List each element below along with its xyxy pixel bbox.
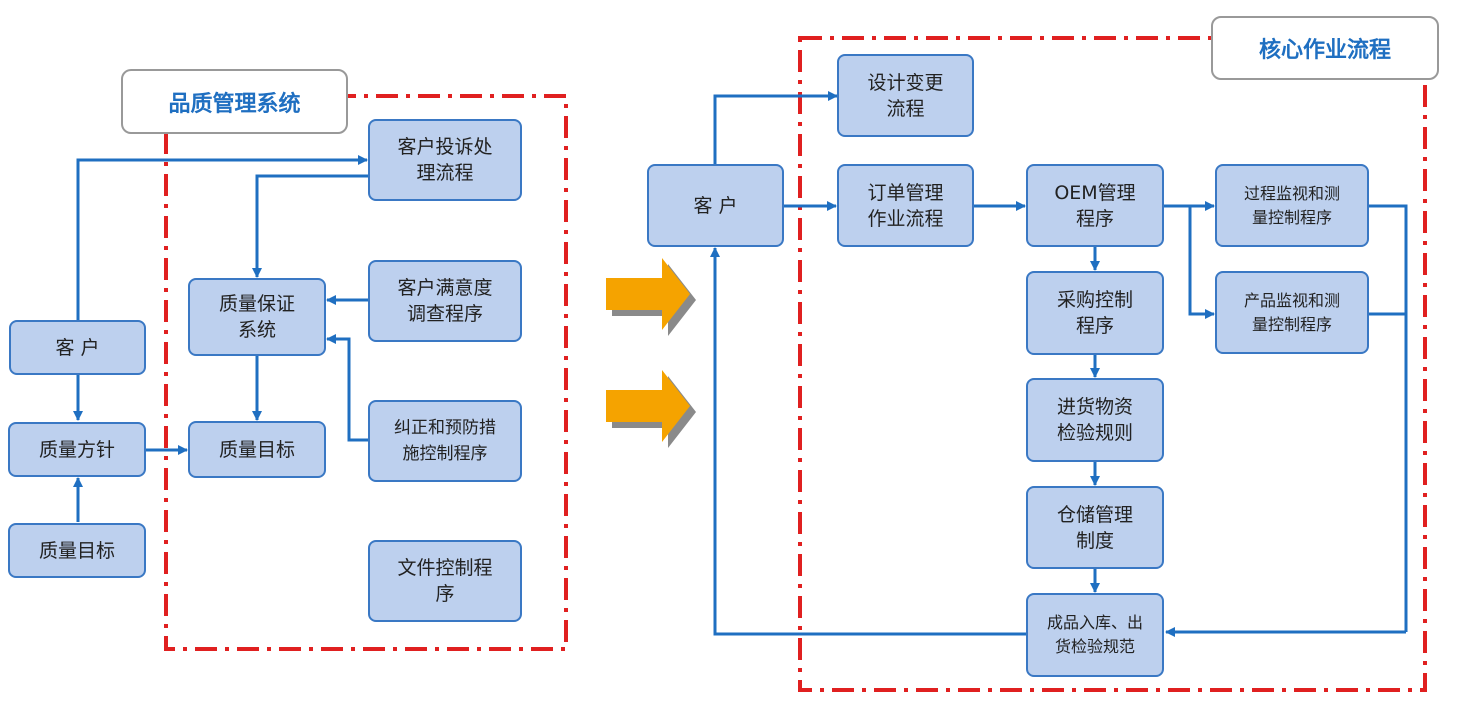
core-process-title: 核心作业流程 [1211, 16, 1439, 80]
finished-goods-inspection-node: 成品入库、出 货检验规范 [1026, 593, 1164, 677]
customer-node-right: 客 户 [647, 164, 784, 247]
document-control-node: 文件控制程 序 [368, 540, 522, 622]
connector-process-monitoring-return [1369, 204, 1408, 632]
transition-arrow-2 [606, 370, 696, 448]
quality-system-title: 品质管理系统 [121, 69, 348, 134]
connector-customer-to-complaint [76, 155, 368, 320]
core-process-boundary [798, 36, 1427, 692]
connector-complaint-to-qa [252, 174, 370, 278]
satisfaction-survey-node: 客户满意度 调查程序 [368, 260, 522, 342]
corrective-action-node: 纠正和预防措 施控制程序 [368, 400, 522, 482]
oem-management-node: OEM管理 程序 [1026, 164, 1164, 247]
process-monitoring-node: 过程监视和测 量控制程序 [1215, 164, 1369, 247]
product-monitoring-node: 产品监视和测 量控制程序 [1215, 271, 1369, 354]
order-management-node: 订单管理 作业流程 [837, 164, 974, 247]
connector-corrective-to-qa [326, 334, 370, 442]
incoming-inspection-node: 进货物资 检验规则 [1026, 378, 1164, 462]
quality-objective-node: 质量目标 [188, 421, 326, 478]
connector-finished-to-customer [710, 247, 1027, 636]
design-change-node: 设计变更 流程 [837, 54, 974, 137]
warehouse-management-node: 仓储管理 制度 [1026, 486, 1164, 569]
transition-arrow-1 [606, 258, 696, 336]
connector-customer-to-design-change [713, 91, 838, 164]
qa-system-node: 质量保证 系统 [188, 278, 326, 356]
quality-objective-input-node: 质量目标 [8, 523, 146, 578]
procurement-control-node: 采购控制 程序 [1026, 271, 1164, 355]
customer-node-left: 客 户 [9, 320, 146, 375]
connector-oem-to-product-monitoring [1188, 206, 1215, 319]
quality-system-boundary [164, 94, 568, 651]
complaint-process-node: 客户投诉处 理流程 [368, 119, 522, 201]
quality-policy-node: 质量方针 [8, 422, 146, 477]
